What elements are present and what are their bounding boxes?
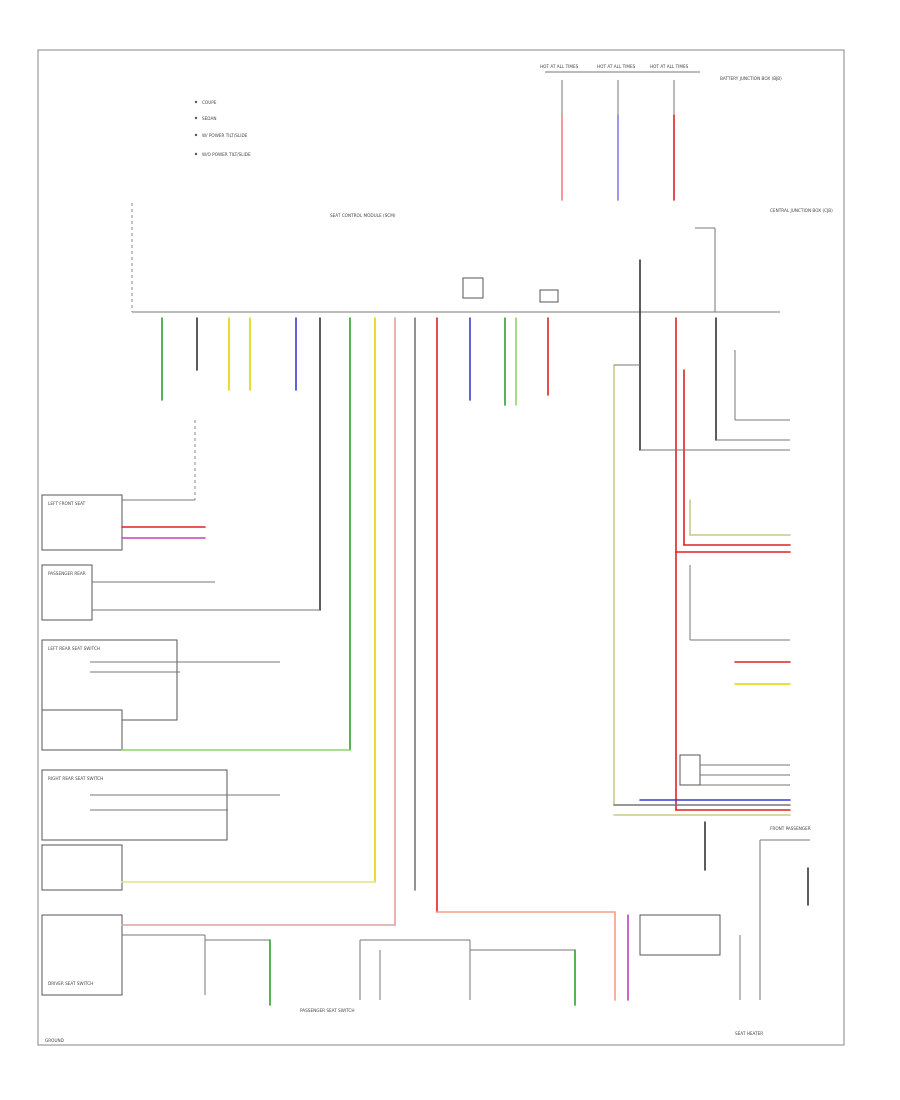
- legend-item-3: W/ POWER TILT/SLIDE: [202, 133, 248, 138]
- right-connector-box: [679, 754, 701, 786]
- fuse-wires: [561, 80, 675, 201]
- diagram-frame: [37, 49, 845, 1046]
- seat-heater-circuit: SEAT HEATER FRONT PASSENGER: [436, 826, 811, 1036]
- fuse-sources: HOT AT ALL TIMES HOT AT ALL TIMES HOT AT…: [540, 64, 833, 213]
- right-rear-switch-label: RIGHT REAR SEAT SWITCH: [48, 776, 103, 781]
- legend-item-4: W/O POWER TILT/SLIDE: [202, 152, 251, 157]
- module-pins: [161, 259, 717, 926]
- module-title: SEAT CONTROL MODULE (SCM): [330, 213, 396, 218]
- left-rear-switch-label: LEFT REAR SEAT SWITCH: [48, 646, 100, 651]
- passenger-rear-label: PASSENGER REAR: [48, 571, 86, 576]
- seat-heater-label: SEAT HEATER: [735, 1031, 763, 1036]
- bjb-label: BATTERY JUNCTION BOX (BJB): [720, 76, 782, 81]
- passenger-rear-switch: PASSENGER REAR: [41, 564, 320, 621]
- legend-item-2: SEDAN: [202, 116, 216, 121]
- left-front-seat-switch: LEFT FRONT SEAT: [41, 420, 206, 551]
- legend: COUPE SEDAN W/ POWER TILT/SLIDE W/O POWE…: [194, 100, 251, 157]
- fuse-label-3: HOT AT ALL TIMES: [650, 64, 689, 69]
- passenger-seat-switch: PASSENGER SEAT SWITCH: [300, 939, 576, 1013]
- right-harness: [613, 350, 791, 871]
- left-front-seat-label: LEFT FRONT SEAT: [48, 501, 86, 506]
- cjb-label: CENTRAL JUNCTION BOX (CJB): [770, 208, 833, 213]
- driver-seat-switch: DRIVER SEAT SWITCH: [41, 914, 396, 1006]
- seat-control-module: [131, 203, 780, 313]
- passenger-switch-label: PASSENGER SEAT SWITCH: [300, 1008, 355, 1013]
- fuse-label-1: HOT AT ALL TIMES: [540, 64, 579, 69]
- module-relay-box: [462, 277, 484, 299]
- legend-item-1: COUPE: [202, 100, 217, 105]
- fuse-label-2: HOT AT ALL TIMES: [597, 64, 636, 69]
- left-rear-seat-switch: LEFT REAR SEAT SWITCH: [41, 639, 351, 751]
- module-fuse-box: [539, 289, 559, 303]
- driver-switch-label: DRIVER SEAT SWITCH: [48, 981, 93, 986]
- front-passenger-label: FRONT PASSENGER: [770, 826, 811, 831]
- right-rear-seat-switch: RIGHT REAR SEAT SWITCH: [41, 769, 376, 891]
- ground-label: GROUND: [45, 1038, 64, 1043]
